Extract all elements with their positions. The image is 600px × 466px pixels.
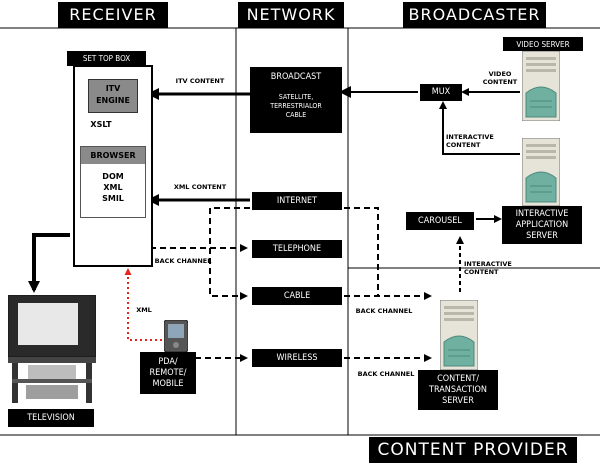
xslt-label: XSLT xyxy=(90,120,112,129)
video-content-line2: CONTENT xyxy=(482,78,518,86)
broadcast-sub3: CABLE xyxy=(285,111,307,119)
video-content-label: VIDEO CONTENT xyxy=(480,70,520,86)
interactive-content-arrow xyxy=(439,101,520,155)
broadcast-label: BROADCAST xyxy=(270,72,322,82)
cable-box: CABLE xyxy=(252,287,342,305)
mux-box: MUX xyxy=(420,84,462,101)
television-icon xyxy=(8,295,96,403)
pda-line3: MOBILE xyxy=(152,378,184,389)
set-top-box: ITV ENGINE XSLT BROWSER DOM XML SMIL xyxy=(73,65,153,267)
pda-remote-mobile-label: PDA/ REMOTE/ MOBILE xyxy=(140,352,196,394)
itv-engine-box: ITV ENGINE xyxy=(88,79,138,113)
itv-engine-line1: ITV xyxy=(105,84,121,93)
set-top-box-title: SET TOP BOX xyxy=(67,51,146,66)
interactive-content-label-bottom: INTERACTIVE CONTENT xyxy=(464,260,514,276)
internet-bus-left xyxy=(209,207,250,300)
interactive-server-tower xyxy=(522,138,560,206)
video-content-line1: VIDEO xyxy=(488,70,512,78)
video-server-tower xyxy=(522,51,560,121)
broadcast-sub1: SATELLITE, xyxy=(278,93,314,101)
pda-line1: PDA/ xyxy=(158,356,178,367)
interactive-content-label-top: INTERACTIVE CONTENT xyxy=(446,133,496,149)
pda-line2: REMOTE/ xyxy=(149,367,187,378)
carousel-box: CAROUSEL xyxy=(406,212,474,230)
smil-label: SMIL xyxy=(102,194,124,203)
itv-content-label: ITV CONTENT xyxy=(175,77,225,85)
back-channel-label-wireless: BACK CHANNEL xyxy=(357,370,415,378)
broadcast-box: BROADCAST SATELLITE, TERRESTRIALOR CABLE xyxy=(250,67,342,133)
interactive-content-bottom-line2: CONTENT xyxy=(464,268,499,276)
header-content-provider: CONTENT PROVIDER xyxy=(369,437,577,463)
header-receiver: RECEIVER xyxy=(58,2,168,28)
stb-to-tv-arrow xyxy=(28,233,70,293)
interactive-content-top-line2: CONTENT xyxy=(446,141,481,149)
header-broadcaster: BROADCASTER xyxy=(403,2,546,28)
xml-dotted-arrow xyxy=(124,268,162,341)
cts-line3: SERVER xyxy=(442,395,474,406)
wireless-box: WIRELESS xyxy=(252,349,342,367)
iapp-line1: INTERACTIVE xyxy=(515,208,569,219)
telephone-box: TELEPHONE xyxy=(252,240,342,258)
back-channel-label-cable: BACK CHANNEL xyxy=(355,307,413,315)
itv-engine-line2: ENGINE xyxy=(96,96,130,105)
video-server-title: VIDEO SERVER xyxy=(503,37,583,51)
back-channel-label-stb: BACK CHANNEL xyxy=(154,257,212,265)
xml-content-label: XML CONTENT xyxy=(173,183,227,191)
broadcast-sub2: TERRESTRIALOR xyxy=(270,102,322,110)
cts-line1: CONTENT/ xyxy=(437,373,479,384)
cts-line2: TRANSACTION xyxy=(429,384,487,395)
iapp-line2: APPLICATION xyxy=(515,219,569,230)
iapp-line3: SERVER xyxy=(526,230,558,241)
television-label: TELEVISION xyxy=(8,409,94,427)
xml-label-dotted: XML xyxy=(136,306,152,314)
dom-label: DOM xyxy=(102,172,124,181)
pda-icon xyxy=(164,320,188,352)
interactive-app-server-box: INTERACTIVE APPLICATION SERVER xyxy=(502,206,582,244)
content-transaction-server-box: CONTENT/ TRANSACTION SERVER xyxy=(418,370,498,410)
browser-title: BROWSER xyxy=(81,147,145,164)
interactive-content-bottom-line1: INTERACTIVE xyxy=(464,260,512,268)
interactive-content-top-line1: INTERACTIVE xyxy=(446,133,494,141)
browser-box: BROWSER DOM XML SMIL xyxy=(80,146,146,218)
content-server-tower xyxy=(440,300,478,370)
header-network: NETWORK xyxy=(238,2,344,28)
internet-box: INTERNET xyxy=(252,192,342,210)
internet-bus-right xyxy=(344,207,379,296)
xml-label: XML xyxy=(103,183,123,192)
